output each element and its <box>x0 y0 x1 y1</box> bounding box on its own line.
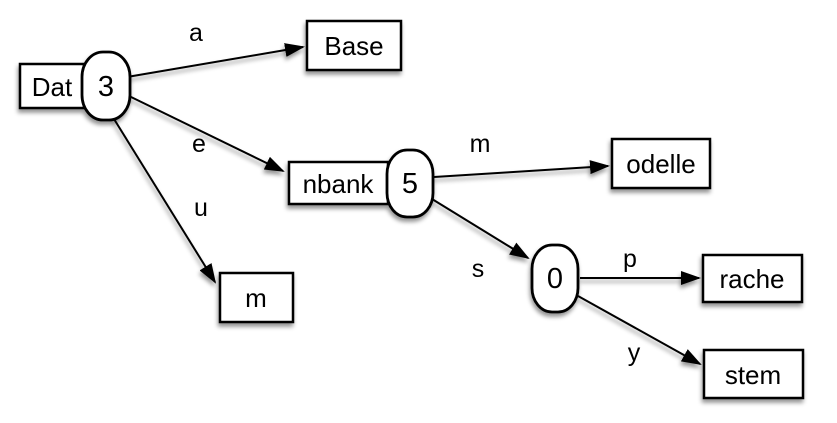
node-base-label: Base <box>324 31 383 61</box>
nodes-layer: Dat 3 Base nbank 5 m <box>18 19 805 400</box>
edge-label-p: p <box>623 245 637 273</box>
node-m-label: m <box>245 283 267 313</box>
node-0: 0 <box>530 243 580 314</box>
edge-label-a: a <box>189 19 203 47</box>
node-0-label: 0 <box>547 263 563 295</box>
edge-label-s: s <box>472 255 485 283</box>
edge-label-m: m <box>470 130 491 158</box>
edge-labels-layer: a e u m s p y <box>189 19 641 367</box>
edge-label-e: e <box>192 130 206 158</box>
node-rache-label: rache <box>719 264 784 294</box>
node-base: Base <box>305 19 403 72</box>
node-nbank-box <box>287 160 390 206</box>
node-odelle: odelle <box>610 137 712 190</box>
edge-label-y: y <box>628 339 641 367</box>
edge-y-arrow <box>577 295 702 365</box>
node-0-pill <box>530 243 580 314</box>
node-dat: Dat <box>18 62 86 110</box>
node-stem: stem <box>702 348 805 400</box>
node-stem-label: stem <box>725 360 781 390</box>
edge-label-u: u <box>194 194 208 222</box>
node-rache-box <box>701 253 804 304</box>
node-odelle-box <box>610 137 712 190</box>
node-3-label: 3 <box>98 71 114 103</box>
node-5: 5 <box>385 148 435 219</box>
edge-s-arrow <box>431 198 530 260</box>
node-m: m <box>218 271 295 324</box>
edge-u-arrow <box>113 118 217 284</box>
node-rache: rache <box>701 253 804 304</box>
node-odelle-label: odelle <box>626 149 695 179</box>
edge-m-arrow <box>433 160 610 178</box>
node-nbank: nbank <box>287 160 390 206</box>
edge-e-arrow <box>128 95 285 172</box>
node-stem-box <box>702 348 805 400</box>
node-5-pill <box>385 148 435 219</box>
node-base-box <box>305 19 403 72</box>
node-nbank-label: nbank <box>303 169 375 199</box>
node-3-pill <box>80 50 132 122</box>
edge-a-arrow <box>126 43 305 78</box>
node-5-label: 5 <box>402 168 418 200</box>
node-dat-label: Dat <box>32 72 73 102</box>
edges-layer <box>113 43 702 365</box>
node-dat-box <box>18 62 86 110</box>
node-3: 3 <box>80 50 132 122</box>
node-m-box <box>218 271 295 324</box>
